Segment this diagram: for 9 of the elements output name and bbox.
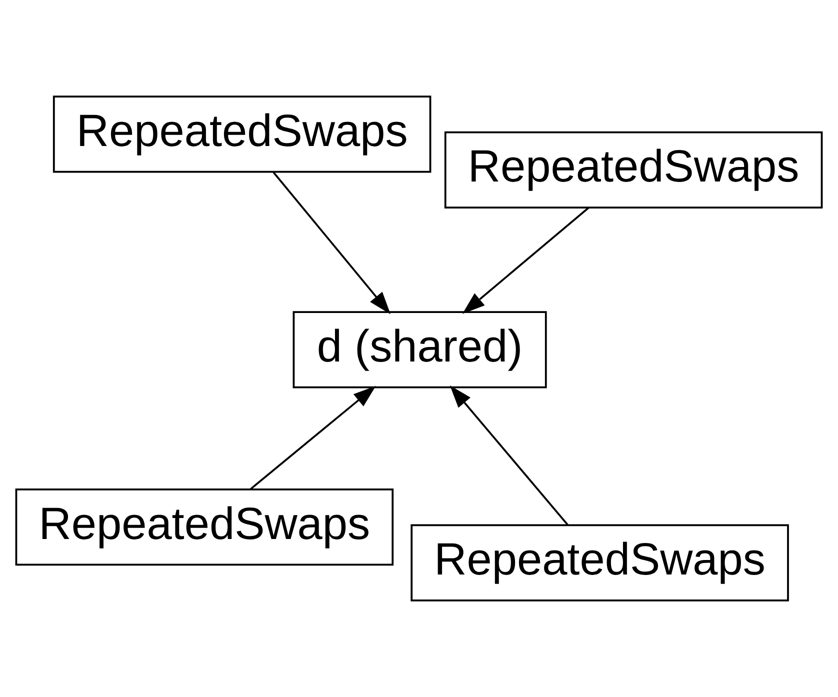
node-box: RepeatedSwaps — [410, 524, 789, 602]
node-box: d (shared) — [292, 311, 547, 388]
arrow — [462, 206, 590, 314]
node-box: RepeatedSwaps — [52, 96, 432, 173]
node-box: RepeatedSwaps — [444, 131, 823, 208]
node-box: RepeatedSwaps — [15, 488, 394, 566]
arrow — [250, 386, 376, 490]
arrow — [272, 172, 391, 314]
arrow — [450, 385, 568, 526]
